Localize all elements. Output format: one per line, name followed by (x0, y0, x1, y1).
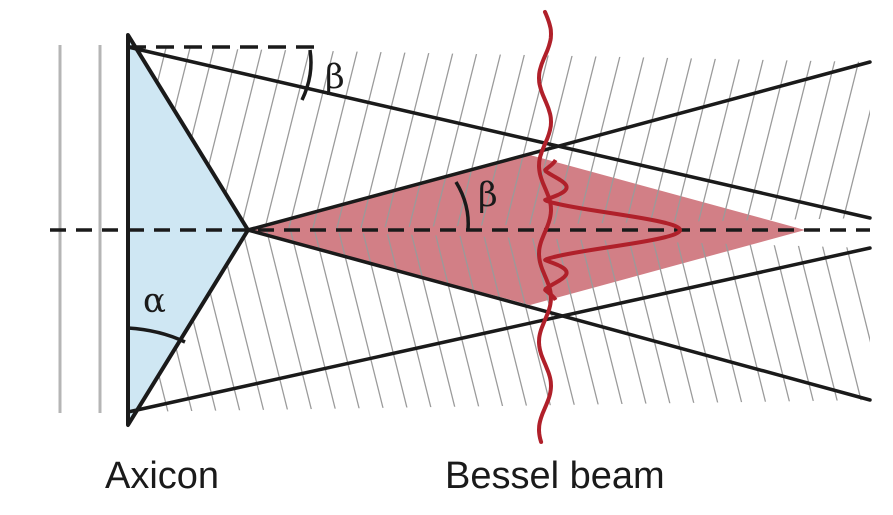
hatch-line (837, 47, 870, 230)
beta-top-label: β (325, 57, 345, 97)
hatch-line (70, 40, 120, 240)
beta-inner-label: β (478, 175, 498, 215)
hatch-line (669, 47, 721, 230)
hatch-line (623, 230, 675, 412)
alpha-label: α (143, 281, 166, 321)
bessel-beam-label: Bessel beam (445, 455, 665, 497)
hatch-line (429, 47, 481, 230)
hatch-line (237, 47, 289, 230)
hatch-line (743, 230, 795, 412)
hatch-line (599, 230, 651, 412)
hatch-line (815, 230, 867, 412)
hatch-line (407, 230, 459, 412)
hatch-line (741, 47, 793, 230)
hatch-line (335, 230, 387, 412)
hatch-line (525, 47, 577, 230)
beta-top-arc (300, 49, 313, 101)
hatch-line (791, 230, 843, 412)
beta-inner-arc (454, 181, 470, 231)
hatch-line (693, 47, 745, 230)
ray-bottom-inner (246, 228, 872, 402)
hatch-line (405, 47, 457, 230)
hatch-line (455, 230, 507, 412)
hatch-line (719, 230, 771, 412)
hatch-line (888, 220, 893, 420)
hatch-line (333, 47, 385, 230)
hatch-line (695, 230, 747, 412)
ray-top-inner (246, 60, 872, 232)
bessel-profile-icon (543, 158, 682, 302)
hatch-line (765, 47, 817, 230)
hatch-line (287, 230, 339, 412)
hatch-line (357, 47, 409, 230)
hatch-line (431, 230, 483, 412)
hatch-line (383, 230, 435, 412)
hatch-line (477, 47, 529, 230)
hatch-line (381, 47, 433, 230)
hatch-line (671, 230, 723, 412)
hatch-line (503, 230, 555, 412)
hatch-line (239, 230, 291, 412)
ray-top-outer (126, 45, 872, 220)
hatch-line (453, 47, 505, 230)
alpha-arc (127, 326, 186, 344)
hatch-line (645, 47, 697, 230)
hatch-line (309, 47, 361, 230)
hatch-line (767, 230, 819, 412)
ray-bottom-outer (126, 246, 872, 414)
hatch-line (597, 47, 649, 230)
hatch-line (479, 230, 531, 412)
hatch-line (527, 230, 579, 412)
hatch-line (311, 230, 363, 412)
wavefront-wave (536, 10, 554, 444)
hatch-line (647, 230, 699, 412)
hatch-line (621, 47, 673, 230)
hatch-line (285, 47, 337, 230)
hatch-line (717, 47, 769, 230)
axicon-label: Axicon (105, 455, 220, 497)
hatch-line (359, 230, 411, 412)
hatch-line (263, 230, 315, 412)
hatch-line (261, 47, 313, 230)
beam-rays (126, 45, 872, 414)
hatch-line (575, 230, 627, 412)
